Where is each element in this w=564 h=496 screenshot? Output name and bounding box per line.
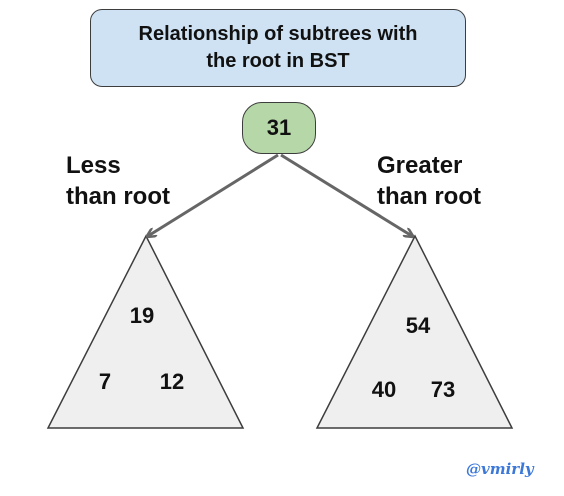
left-subtree-top-value: 19 (129, 303, 155, 328)
right-label-line-2: than root (377, 183, 481, 210)
left-subtree-triangle (46, 234, 245, 429)
author-watermark: @vmirly (466, 460, 534, 478)
root-value: 31 (266, 115, 292, 140)
right-label-line-1: Greater (377, 152, 463, 179)
left-label-line-1: Less (66, 152, 121, 179)
right-subtree-bottom-left-value: 40 (371, 377, 397, 402)
right-subtree-top-value: 54 (405, 313, 431, 338)
right-subtree-triangle (315, 234, 514, 429)
right-subtree-label: Greater than root (377, 150, 481, 212)
left-subtree-bottom-right-value: 12 (159, 369, 185, 394)
left-subtree-label: Less than root (66, 150, 170, 212)
title-line-2: the root in BST (206, 50, 350, 72)
right-arrow (280, 153, 412, 236)
left-label-line-2: than root (66, 183, 170, 210)
title-line-1: Relationship of subtrees with (138, 23, 418, 45)
left-arrow (148, 153, 279, 236)
left-subtree-bottom-left-value: 7 (98, 369, 112, 394)
title-box: Relationship of subtrees with the root i… (90, 9, 466, 87)
right-subtree-bottom-right-value: 73 (430, 377, 456, 402)
root-node: 31 (242, 102, 316, 154)
